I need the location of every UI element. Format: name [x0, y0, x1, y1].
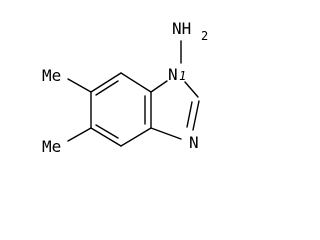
bond-n3-c3a [150, 127, 182, 140]
amine-subscript: 2 [201, 29, 208, 43]
bond-c5-c4-inner [95, 124, 119, 139]
bond-c2-n3 [192, 100, 200, 131]
bond-c6-me [67, 78, 92, 93]
methyl-upper-label: Me [42, 66, 61, 85]
amine-label: NH [172, 19, 191, 38]
bond-c7-c6-inner [95, 80, 119, 96]
bond-c5-me [67, 127, 92, 142]
ring-n1-label: N [168, 65, 178, 84]
bond-c7-c6 [90, 72, 122, 93]
structure-canvas: NH 2 N 1 N Me Me [42, 19, 208, 156]
benzene-ring [90, 72, 152, 147]
ring-n3-label: N [189, 133, 199, 152]
methyl-lower-label: Me [42, 137, 61, 156]
bond-c7a-n1 [150, 80, 168, 93]
bond-c5-c4 [90, 127, 122, 147]
bond-c2-n3-inner [186, 101, 193, 128]
structure-svg: NH 2 N 1 N Me Me [42, 19, 208, 156]
ring-n1-locant: 1 [179, 69, 186, 83]
bond-n1-c2 [184, 81, 199, 98]
imidazole-ring [150, 80, 200, 140]
bond-c4-c3a [120, 127, 152, 147]
bond-c7a-c7 [120, 72, 152, 93]
